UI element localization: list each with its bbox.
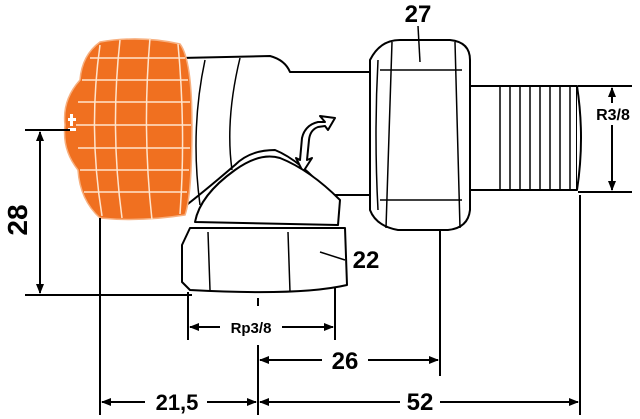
label-r3-8: R3/8 [596,107,630,124]
union-nut [369,25,471,231]
label-27: 27 [405,1,432,28]
bottom-nut [181,155,348,294]
label-52: 52 [407,389,434,416]
label-26: 26 [332,348,359,375]
leader-22 [319,251,346,261]
label-rp3-8: Rp3/8 [231,320,272,337]
label-28: 28 [2,204,33,235]
leader-27 [417,25,421,63]
valve-body [179,55,373,211]
label-21-5: 21,5 [156,390,199,415]
logo-icon [68,114,76,131]
threaded-pipe [464,85,582,191]
thermostatic-cap [63,37,193,221]
label-22: 22 [353,247,380,274]
flow-arrow-icon [295,115,336,173]
